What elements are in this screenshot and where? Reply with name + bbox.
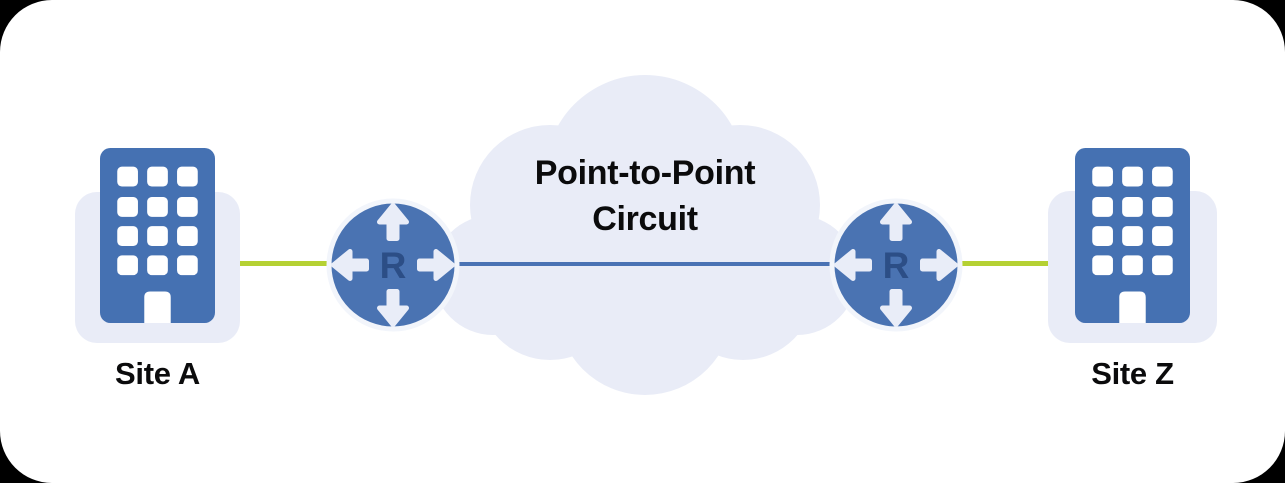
cloud-title-line1: Point-to-Point [534, 154, 756, 192]
building-door [144, 291, 171, 323]
router-body [326, 198, 460, 332]
router-body [829, 198, 963, 332]
network-cloud-icon [433, 75, 857, 395]
router-label-left: R [380, 245, 407, 286]
point-to-point-circuit-line [455, 262, 835, 266]
building-windows [117, 166, 198, 276]
site-z-label: Site Z [1091, 356, 1174, 391]
building-icon-site-a [100, 148, 215, 323]
building-windows [1092, 166, 1173, 276]
cloud-bumps [433, 75, 857, 395]
cloud-title: Point-to-Point Circuit [425, 150, 865, 242]
site-z-access-line [958, 261, 1052, 266]
cloud-title-line2: Circuit [592, 200, 698, 238]
site-a-label: Site A [115, 356, 200, 391]
building-door [1119, 291, 1146, 323]
router-label-right: R [883, 245, 910, 286]
router-icon-left: R [326, 198, 460, 332]
site-a-access-line [236, 261, 330, 266]
building-icon-site-z [1075, 148, 1190, 323]
router-icon-right: R [829, 198, 963, 332]
